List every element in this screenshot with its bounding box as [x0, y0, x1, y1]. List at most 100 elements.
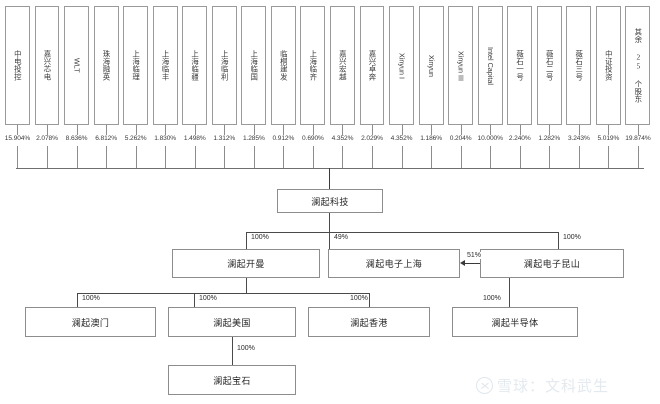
shareholder-percentage: 0.912% [272, 135, 295, 142]
connector-to-hongkong [369, 293, 370, 307]
shareholder-stub-upper [253, 125, 255, 135]
shareholder-box: 嘉兴芯电 [34, 6, 60, 125]
shareholder-percentage: 3.243% [567, 135, 590, 142]
shareholder-stub-lower [17, 146, 19, 168]
shareholder-percentage: 2.240% [508, 135, 531, 142]
entity-electronics-shanghai: 澜起电子上海 [328, 249, 460, 278]
shareholder-stub-upper [106, 125, 108, 135]
shareholder-stub-upper [194, 125, 196, 135]
shareholder-box: 薇石二号 [536, 6, 562, 125]
shareholder-name: Xinyun [426, 54, 436, 77]
shareholder-name: 薇石二号 [545, 50, 555, 81]
shareholder-stub-lower [194, 146, 196, 168]
watermark-text: 雪球：文科武生 [497, 379, 610, 395]
shareholder-percentage: 2.078% [36, 135, 58, 142]
shareholder-percentage: 4.352% [331, 135, 354, 142]
shareholder-stub-lower [135, 146, 137, 168]
shareholder-stub-lower [578, 146, 580, 168]
shareholder-stub-upper [401, 125, 403, 135]
shareholder-stub-lower [637, 146, 639, 168]
shareholder-stub-upper [47, 125, 49, 135]
shareholder-box: 珠海融英 [93, 6, 119, 125]
shareholder-stub-upper [549, 125, 551, 135]
shareholder-box: Xinyun I [389, 6, 415, 125]
shareholder-name: 上海临理 [131, 50, 141, 81]
shareholder-box: 上海临国 [241, 6, 267, 125]
connector-kunshan-to-shanghai [465, 263, 480, 264]
shareholder-box: 上海临利 [211, 6, 237, 125]
entity-hongkong: 澜起香港 [308, 307, 430, 337]
shareholder-stub-lower [106, 146, 108, 168]
shareholder-box: 中证投资 [595, 6, 621, 125]
shareholder-name: 薇石三号 [574, 50, 584, 81]
connector-to-macau [77, 293, 78, 307]
shareholder-stub-upper [224, 125, 226, 135]
shareholder-box: Intel Capital [477, 6, 503, 125]
connector-parent-stem [329, 213, 330, 232]
shareholder-name: 中证投资 [604, 50, 614, 81]
shareholder-percentage: 6.812% [95, 135, 117, 142]
shareholder-box: WLT [64, 6, 90, 125]
shareholder-percentage: 0.204% [449, 135, 472, 142]
shareholder-stub-upper [283, 125, 285, 135]
shareholder-percentage: 1.282% [538, 135, 561, 142]
shareholder-percentage: 4.352% [390, 135, 413, 142]
entity-macau: 澜起澳门 [25, 307, 156, 337]
connector-usa-to-gem [232, 337, 233, 365]
shareholder-stub-upper [490, 125, 492, 135]
shareholder-stub-lower [460, 146, 462, 168]
shareholder-stub-upper [608, 125, 610, 135]
entity-usa: 澜起美国 [168, 307, 296, 337]
shareholder-stub-lower [47, 146, 49, 168]
edge-label-kunshan-shanghai: 51% [466, 252, 483, 259]
shareholder-box: Xinyun [418, 6, 444, 125]
shareholder-stub-lower [519, 146, 521, 168]
shareholder-box: 上海临疆 [182, 6, 208, 125]
shareholder-box: 上海临理 [123, 6, 149, 125]
shareholder-stub-lower [372, 146, 374, 168]
shareholder-name: WLT [72, 58, 82, 73]
shareholder-percentage: 1.186% [420, 135, 442, 142]
shareholder-stub-lower [608, 146, 610, 168]
shareholder-stub-upper [165, 125, 167, 135]
shareholder-name: 中电投控 [13, 50, 23, 81]
shareholder-name: Intel Capital [485, 46, 495, 85]
shareholder-stub-lower [490, 146, 492, 168]
shareholder-percentage: 5.262% [124, 135, 147, 142]
shareholder-name: 嘉兴宏越 [338, 50, 348, 81]
connector-to-cayman [246, 232, 247, 249]
shareholder-stub-upper [342, 125, 344, 135]
shareholder-name: 上海临利 [220, 50, 230, 81]
connector-bus-to-parent [329, 168, 330, 189]
shareholder-name: 上海临丰 [161, 50, 171, 81]
edge-label-cayman-usa: 100% [198, 295, 218, 302]
edge-label-cayman-hongkong: 100% [349, 295, 369, 302]
shareholder-stub-upper [372, 125, 374, 135]
shareholder-stub-upper [135, 125, 137, 135]
shareholder-percentage: 2.029% [361, 135, 383, 142]
connector-to-electronics-kunshan [558, 232, 559, 249]
edge-label-cayman-macau: 100% [81, 295, 101, 302]
shareholder-box: 上海临齐 [300, 6, 326, 125]
shareholder-stub-upper [578, 125, 580, 135]
arrowhead-kunshan-to-shanghai [460, 260, 465, 266]
shareholder-bus-line [16, 168, 644, 169]
shareholder-name: 珠海融英 [101, 50, 111, 81]
shareholder-name: Xinyun III [456, 50, 466, 81]
shareholder-name: 嘉兴卓奔 [367, 50, 377, 81]
connector-to-electronics-shanghai [329, 232, 330, 249]
shareholder-percentage: 15.904% [4, 135, 31, 142]
shareholder-percentage: 10.000% [477, 135, 503, 142]
entity-cayman: 澜起开曼 [172, 249, 320, 278]
shareholder-percentage: 1.285% [242, 135, 265, 142]
shareholder-box: 其余 25 个股东 [625, 6, 651, 125]
edge-label-parent-cayman: 100% [250, 234, 270, 241]
edge-label-kunshan-semiconductor: 100% [482, 295, 502, 302]
shareholder-stub-upper [312, 125, 314, 135]
shareholder-stub-lower [401, 146, 403, 168]
watermark: 雪球：文科武生 [476, 375, 609, 396]
shareholder-stub-lower [431, 146, 433, 168]
connector-to-usa [194, 293, 195, 307]
shareholder-percentage: 1.498% [183, 135, 206, 142]
